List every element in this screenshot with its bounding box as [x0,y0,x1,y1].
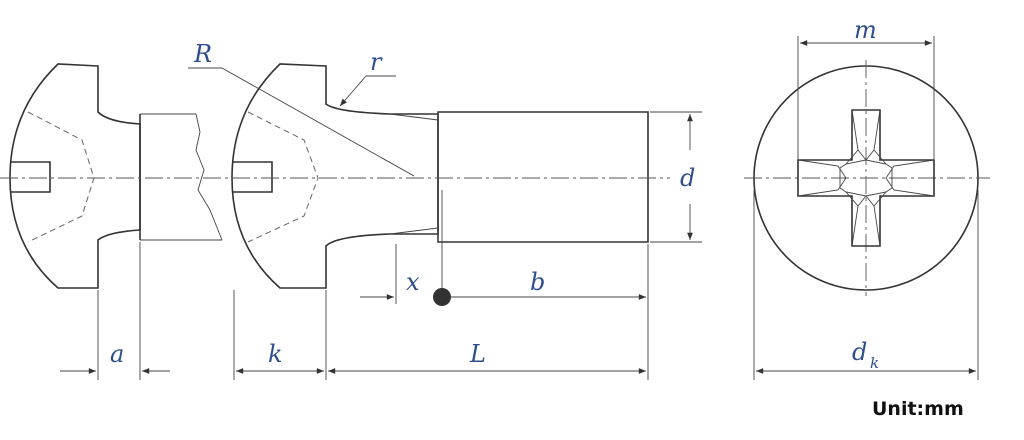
dimension-a: a [60,242,170,380]
label-R: R [193,40,212,68]
label-k: k [268,340,283,368]
left-screw-head [9,63,223,289]
reference-dot [433,288,451,306]
screw-head-top-view [744,60,990,296]
label-a: a [110,340,124,368]
label-d: d [680,164,695,192]
label-dk-subscript: k [870,354,879,372]
label-m: m [854,16,877,44]
label-dk: d [852,338,867,366]
label-r: r [370,48,383,76]
unit-label: Unit:mm [872,398,964,420]
label-L: L [469,340,486,368]
dimension-x-b: x b [360,190,649,306]
radius-R-callout: R [188,40,415,177]
label-b: b [530,268,545,296]
radius-r-callout: r [339,48,396,107]
dimension-m: m [797,16,935,160]
dimension-d: d [650,111,702,243]
label-x: x [406,268,420,296]
dimension-k-L: k L [233,290,649,380]
screw-side-view [231,63,649,289]
dimension-dk: d k [753,190,979,380]
